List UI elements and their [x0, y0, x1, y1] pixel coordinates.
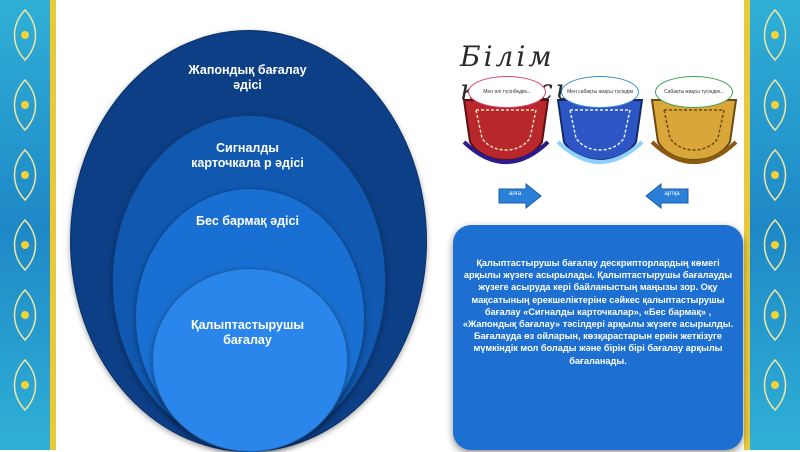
circle-inner-label: Қалыптастырушы бағалау — [190, 318, 305, 347]
red-bag-note: Мен әлі түсінбедім... — [468, 76, 546, 108]
circle-inner — [152, 268, 348, 452]
circle-second-label: Сигналды карточкала р әдісі — [191, 141, 304, 170]
left-accent-line — [50, 0, 56, 450]
next-arrow-label: алға — [508, 191, 522, 197]
next-arrow-button[interactable]: алға — [498, 182, 542, 210]
gold-bag-note: Сабақты жақсы түсіндім... — [655, 76, 733, 108]
gold-bag-image — [650, 99, 738, 164]
left-arrow-icon — [645, 182, 689, 210]
right-accent-line — [744, 0, 750, 450]
circle-third-label: Бес бармақ әдісі — [196, 214, 299, 228]
circle-outer-label: Жапондық бағалау әдісі — [188, 63, 307, 92]
blue-bag-image — [556, 99, 644, 164]
banner-title: Білім қоржыны — [460, 40, 626, 106]
description-box — [453, 225, 743, 450]
red-bag-image — [462, 99, 550, 164]
prev-arrow-label: артқа — [664, 191, 680, 197]
ornament-pattern-right — [763, 8, 787, 412]
right-arrow-icon — [498, 182, 542, 210]
right-ornament-border — [750, 0, 800, 450]
ornament-pattern-left — [13, 8, 37, 412]
left-ornament-border — [0, 0, 50, 450]
prev-arrow-button[interactable]: артқа — [645, 182, 689, 210]
blue-bag-note: Мен сабақты жақсы түсіндім — [561, 76, 639, 108]
description-text: Қалыптастырушы бағалау дескрипторлардың … — [462, 258, 734, 366]
